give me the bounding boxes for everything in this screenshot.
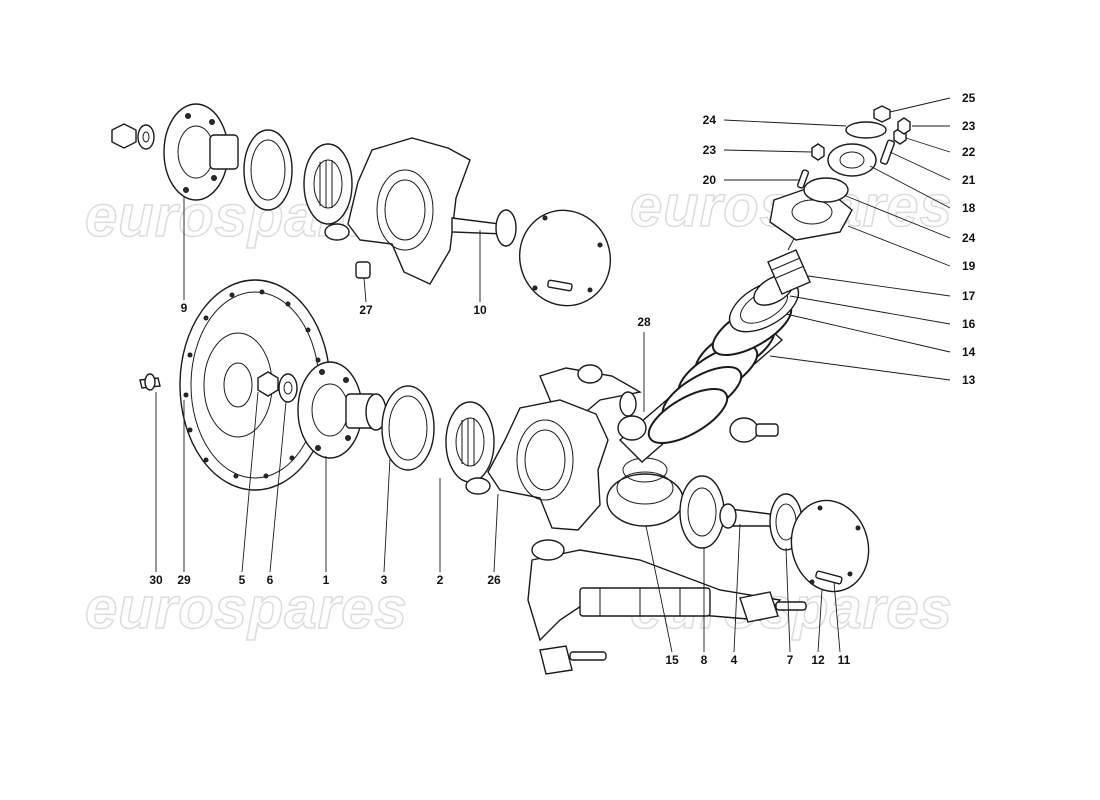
callout-19: 19: [962, 259, 976, 273]
axle-seal: [679, 475, 725, 549]
pin-20: [796, 169, 810, 189]
hub-nut: [257, 371, 279, 397]
axle-assembly: [679, 475, 870, 593]
upper-seal: [243, 129, 293, 211]
callout-1: 1: [323, 573, 330, 587]
callout-14: 14: [962, 345, 976, 359]
callout-24-right: 24: [962, 231, 976, 245]
callout-15: 15: [665, 653, 679, 667]
callout-16: 16: [962, 317, 976, 331]
hub-washer: [278, 373, 298, 403]
upper-cover-plate: [518, 209, 612, 307]
callout-13: 13: [962, 373, 976, 387]
callout-22: 22: [962, 145, 976, 159]
callout-30: 30: [149, 573, 163, 587]
callout-24-left: 24: [703, 113, 717, 127]
hub-seal: [381, 385, 435, 471]
upper-upright: [347, 137, 471, 285]
lower-upright: [487, 399, 609, 531]
bolt-21: [879, 139, 895, 165]
callout-25: 25: [962, 91, 976, 105]
top-nut-25: [873, 105, 891, 123]
callout-4: 4: [731, 653, 738, 667]
callout-18: 18: [962, 201, 976, 215]
leader-lines: [155, 97, 951, 653]
nut-23-right: [897, 117, 911, 135]
callout-28: 28: [637, 315, 651, 329]
callout-11: 11: [838, 653, 851, 667]
bush-27: [355, 261, 371, 279]
callout-17: 17: [962, 289, 976, 303]
callout-10: 10: [473, 303, 487, 317]
callout-27: 27: [359, 303, 373, 317]
hub-bearing: [445, 401, 495, 483]
callout-8: 8: [701, 653, 708, 667]
lower-bush-right: [739, 591, 779, 623]
callout-labels: 1 2 3 4 5 6 7 8 9 10 11 12 13 14 15 16 1…: [149, 91, 975, 667]
callout-2: 2: [437, 573, 444, 587]
top-rubber-lower: [803, 177, 849, 203]
callout-29: 29: [177, 573, 191, 587]
coil-spring: [647, 300, 793, 444]
callout-5: 5: [239, 573, 246, 587]
upper-washer: [137, 124, 155, 150]
callout-21: 21: [962, 173, 976, 187]
top-washer: [845, 121, 887, 139]
callout-23-left: 23: [703, 143, 717, 157]
callout-7: 7: [787, 653, 794, 667]
lower-hub-assembly: [139, 279, 495, 491]
top-bearing: [827, 143, 877, 177]
watermark-bottom-left: eurospares: [85, 576, 408, 641]
callout-26: 26: [487, 573, 501, 587]
lower-bush-left: [539, 645, 573, 675]
callout-23-right: 23: [962, 119, 976, 133]
callout-3: 3: [381, 573, 388, 587]
upper-hub-assembly: [111, 103, 612, 307]
upper-nut: [111, 123, 137, 149]
suspension-assembly: [465, 105, 911, 675]
callout-12: 12: [811, 653, 825, 667]
hub-cover: [790, 499, 870, 593]
top-nut-left: [811, 143, 825, 161]
cover-bolt: [815, 570, 843, 585]
callout-6: 6: [267, 573, 274, 587]
callout-20: 20: [703, 173, 717, 187]
callout-9: 9: [181, 301, 188, 315]
upper-bearing: [303, 143, 353, 225]
